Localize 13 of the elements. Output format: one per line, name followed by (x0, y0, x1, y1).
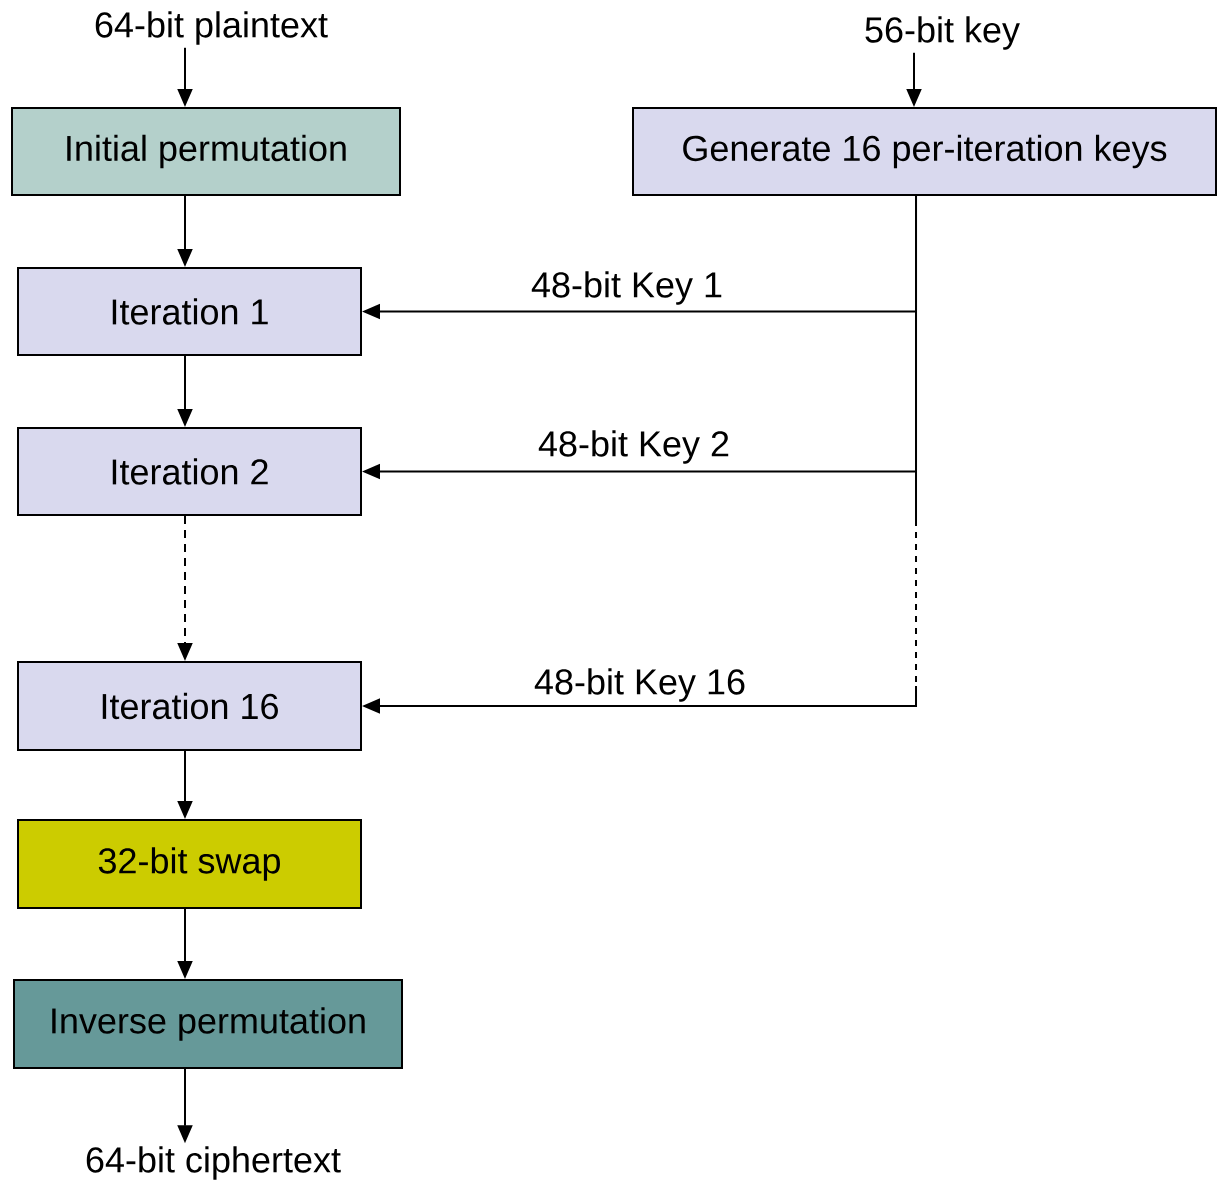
process-box: 32-bit swap (17, 819, 362, 909)
caption-text: 64-bit plaintext (95, 11, 328, 45)
caption-text: 64-bit ciphertext (86, 1146, 341, 1180)
caption-text: 56-bit key (865, 16, 1020, 50)
process-box: Iteration 1 (17, 267, 362, 356)
process-box: Generate 16 per-iteration keys (632, 107, 1217, 196)
process-box: Iteration 16 (17, 661, 362, 751)
process-box: Inverse permutation (13, 979, 403, 1069)
process-box: Iteration 2 (17, 427, 362, 516)
edge-label: 48-bit Key 2 (536, 429, 732, 465)
edge-label: 48-bit Key 1 (529, 270, 725, 306)
edge-label: 48-bit Key 16 (532, 667, 748, 703)
process-box: Initial permutation (11, 107, 401, 196)
